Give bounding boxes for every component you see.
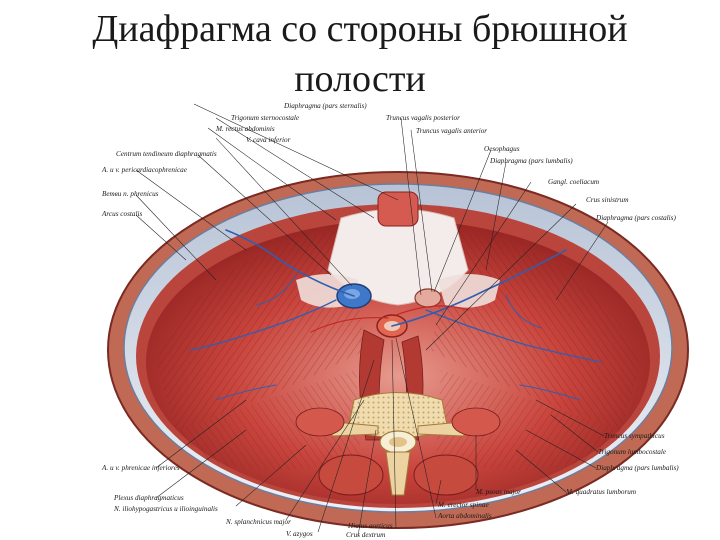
spinal-cord: [389, 437, 407, 447]
label-quadratus-lumborum: M. quadratus lumborum: [565, 488, 636, 496]
phrenic-vessels: [190, 229, 602, 401]
erector-spinae-left: [413, 454, 479, 496]
label-psoas-major: M. psoas major: [475, 488, 521, 496]
label-pericardiacophrenic: A. и v. pericardiacophrenicae: [101, 166, 188, 174]
label-crus-sinistrum: Crus sinistrum: [586, 196, 629, 204]
label-pars-lumbalis-top: Diaphragma (pars lumbalis): [489, 157, 573, 165]
label-pars-sternalis: Diaphragma (pars sternalis): [283, 102, 367, 110]
label-vagal-anterior: Truncus vagalis anterior: [416, 127, 487, 135]
label-coeliac-ganglion: Gangl. coeliacum: [548, 178, 599, 186]
label-erector-spinae: M. erector spinae: [437, 501, 489, 509]
oesophagus: [414, 288, 442, 308]
label-crus-dextrum: Crus dextrum: [346, 531, 385, 539]
label-phrenic-branches: Ветви n. phrenicus: [102, 190, 159, 198]
left-lower-muscle: [436, 370, 621, 470]
label-centrum-tendineum: Centrum tendineum diaphragmatis: [116, 150, 217, 158]
title-line-1: Диафрагма со стороны брюшной: [92, 8, 628, 50]
title-line-2: полости: [294, 58, 426, 100]
sternal-part: [377, 191, 419, 227]
label-truncus-sympathicus: Truncus sympathicus: [604, 432, 665, 440]
vena-cava-lumen: [344, 289, 360, 299]
diaphragm-illustration: Diaphragma (pars sternalis) Trigonum ste…: [96, 100, 700, 540]
label-azygos: V. azygos: [286, 530, 313, 538]
label-vagal-posterior: Truncus vagalis posterior: [386, 114, 460, 122]
label-pars-lumbalis-bottom: Diaphragma (pars lumbalis): [595, 464, 679, 472]
spinous-process: [385, 451, 411, 496]
central-tendon-left-leaf: [438, 274, 500, 308]
label-aorta-abdominalis: Aorta abdominalis: [437, 512, 492, 520]
label-arcus-costalis: Arcus costalis: [101, 210, 142, 218]
anatomy-drawing: Diaphragma (pars sternalis) Trigonum ste…: [101, 102, 689, 539]
label-diaphragmatic-plexus: Plexus diaphragmaticus: [113, 494, 184, 502]
erector-spinae-right: [318, 454, 384, 496]
label-rectus-abdominis: M. rectus abdominis: [215, 125, 275, 133]
label-oesophagus: Oesophagus: [484, 145, 520, 153]
right-lower-muscle: [176, 370, 361, 470]
label-splanchnic-major: N. splanchnicus major: [225, 518, 291, 526]
labels: Diaphragma (pars sternalis) Trigonum ste…: [101, 102, 679, 539]
label-pars-costalis: Diaphragma (pars costalis): [595, 214, 676, 222]
leader-lines: [135, 103, 609, 537]
label-hiatus-aorticus: Hiatus aorticus: [347, 522, 393, 530]
label-iliohypogastric: N. iliohypogastricus и ilioinguinalis: [113, 505, 218, 513]
psoas-major-right: [295, 407, 345, 437]
psoas-major-left: [451, 407, 501, 437]
label-inferior-phrenic: A. и v. phrenicae inferiores: [101, 464, 180, 472]
label-vena-cava: V. cava inferior: [246, 136, 291, 144]
slide-title: Диафрагма со стороны брюшной полости: [0, 4, 720, 104]
label-trigonum-lumbocostale: Trigonum lumbocostale: [598, 448, 667, 456]
label-trigonum-sternocostale: Trigonum sternocostale: [231, 114, 300, 122]
